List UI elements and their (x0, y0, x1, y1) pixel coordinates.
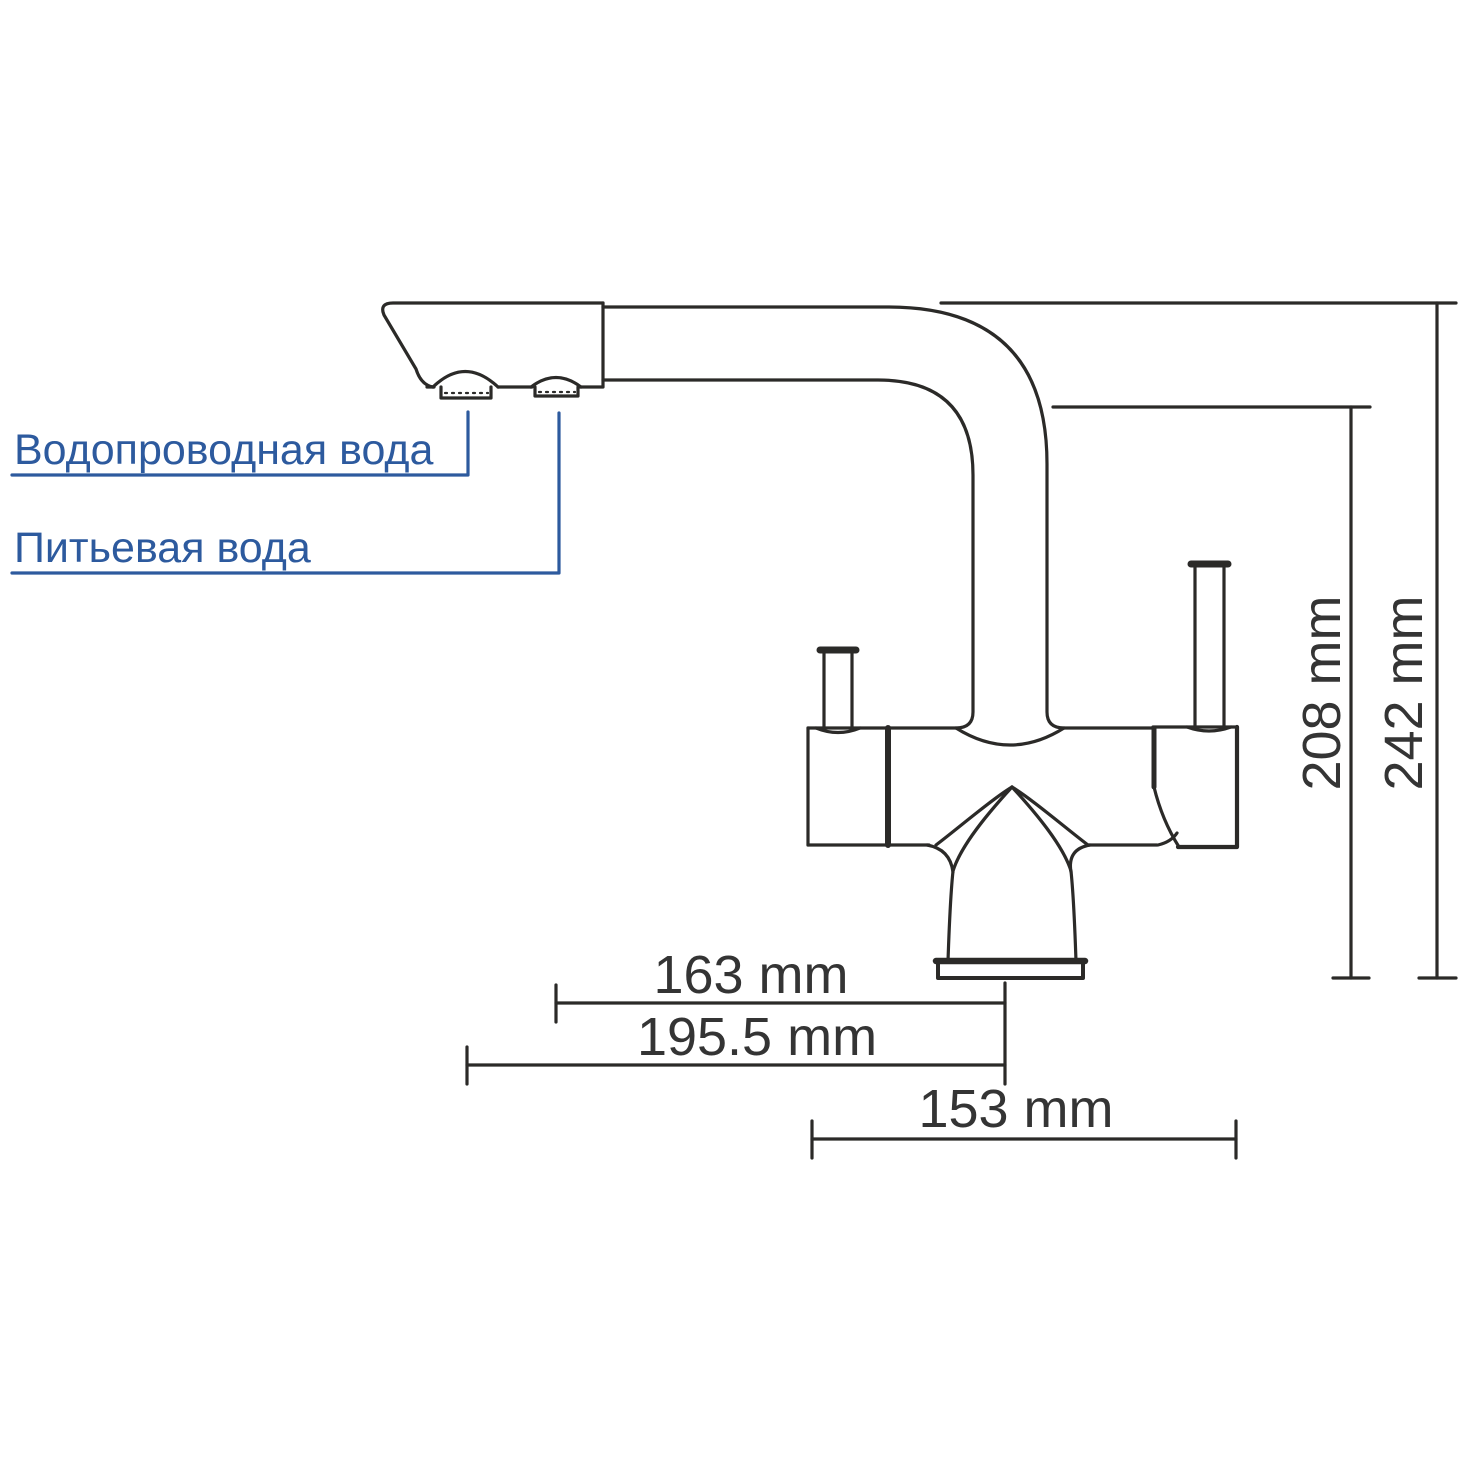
dimension-reach-drinking: 163 mm (653, 945, 849, 1005)
drinking-water-aerator-icon (529, 375, 583, 398)
tap-water-aerator-icon (431, 369, 500, 400)
spout-head (381, 301, 605, 389)
label-leader-lines (10, 410, 561, 575)
spout-tube (601, 305, 1066, 730)
left-handle (814, 646, 862, 735)
tap-water-label: Водопроводная вода (14, 426, 434, 474)
dimension-spout-height: 208 mm (1292, 595, 1352, 791)
dimension-lines-width (465, 981, 1238, 1160)
dimension-total-height: 242 mm (1374, 595, 1434, 791)
faucet-body (806, 724, 1240, 850)
dimension-reach-tap: 195.5 mm (636, 1007, 878, 1067)
base-column (925, 785, 1092, 963)
base-flange (932, 957, 1089, 980)
dimension-base-width: 153 mm (918, 1079, 1114, 1139)
dimension-lines-height (939, 301, 1458, 980)
right-handle (1185, 560, 1233, 733)
drinking-water-label: Питьевая вода (14, 524, 311, 572)
